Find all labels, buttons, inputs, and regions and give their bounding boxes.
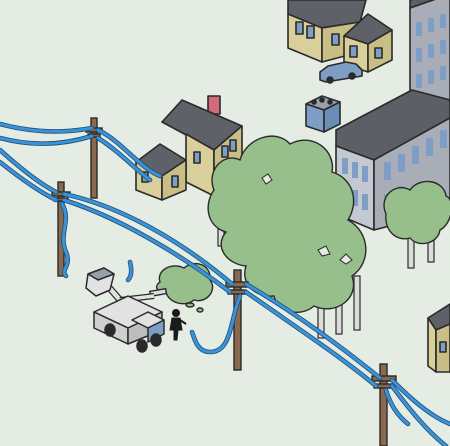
parked-car [319, 61, 363, 84]
bucket-truck[interactable] [85, 267, 165, 353]
power-lines [0, 121, 450, 446]
fallen-tree [148, 262, 214, 313]
top-houses [287, 0, 393, 84]
ac-unit [305, 95, 341, 133]
utility-worker[interactable] [169, 309, 187, 341]
trees [207, 135, 450, 339]
foliage-gaps [261, 173, 353, 265]
tree-foliage [207, 135, 450, 314]
